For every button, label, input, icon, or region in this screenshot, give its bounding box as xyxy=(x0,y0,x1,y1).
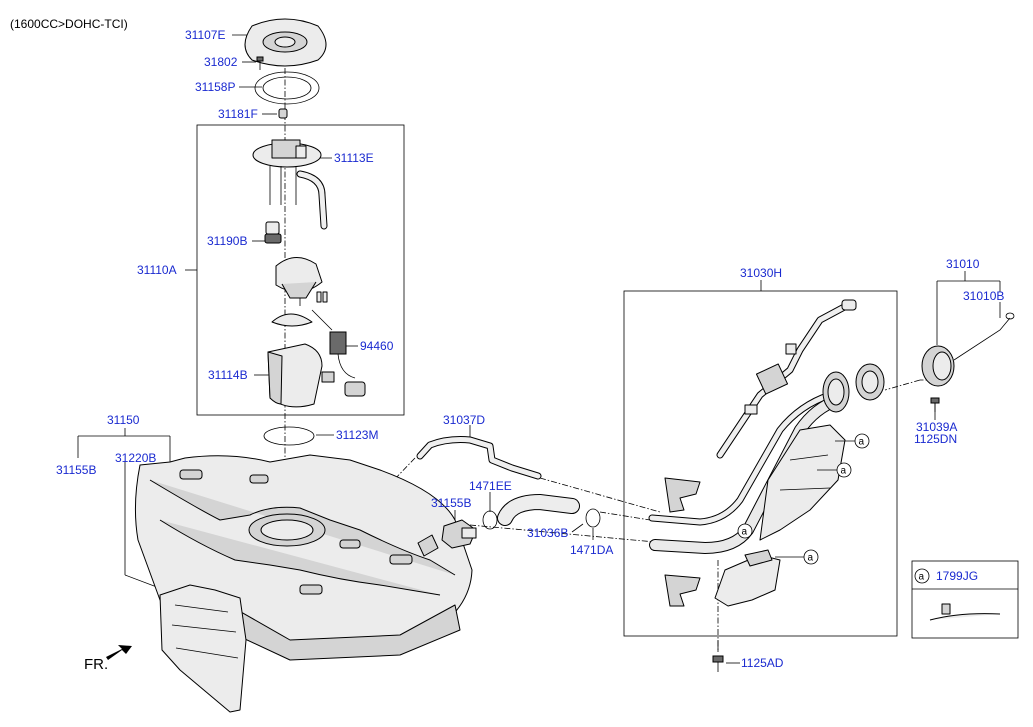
cable-tie-clip xyxy=(929,603,1001,621)
part-label-31181F[interactable]: 31181F xyxy=(218,107,258,121)
legend-box xyxy=(911,560,1019,639)
mounting-bolt xyxy=(712,655,724,672)
part-label-31150[interactable]: 31150 xyxy=(107,413,140,427)
hose-clamp-1471DA xyxy=(585,508,601,528)
front-marker-label: FR. xyxy=(84,656,108,673)
reservoir-upper xyxy=(275,257,328,306)
pump-bracket-housing xyxy=(267,343,335,408)
part-label-31010B[interactable]: 31010B xyxy=(963,289,1004,303)
hose-connector-mid xyxy=(441,519,477,549)
callout-a-2[interactable]: a xyxy=(817,462,852,478)
pump-flange xyxy=(252,139,328,230)
part-label-31155B-mid[interactable]: 31155B xyxy=(431,496,471,510)
part-label-31036B[interactable]: 31036B xyxy=(527,526,568,540)
fuel-level-sender xyxy=(271,309,366,397)
part-label-31039A[interactable]: 31039A xyxy=(916,420,957,434)
cover-screw xyxy=(256,56,264,70)
vapor-tube xyxy=(416,436,542,480)
part-label-1471DA[interactable]: 1471DA xyxy=(570,543,613,557)
hose-clamp-1471EE xyxy=(482,510,498,530)
callout-a-4[interactable]: a xyxy=(775,549,819,565)
part-label-31010[interactable]: 31010 xyxy=(946,257,980,271)
part-label-31158P[interactable]: 31158P xyxy=(195,80,235,94)
check-valve-plug xyxy=(278,108,288,119)
legend-callout-symbol: a xyxy=(919,572,925,583)
hose-clip-lower xyxy=(664,574,701,607)
tank-heat-protector xyxy=(159,584,247,713)
filler-neck-shield xyxy=(759,424,846,541)
pump-cover xyxy=(244,18,327,67)
engine-spec-label: (1600CC>DOHC-TCI) xyxy=(10,17,128,31)
callout-a-4-label: a xyxy=(808,553,814,564)
part-label-31113E[interactable]: 31113E xyxy=(334,151,374,165)
part-label-31114B[interactable]: 31114B xyxy=(208,368,248,382)
part-label-31037D[interactable]: 31037D xyxy=(443,413,485,427)
fuel-filter-element xyxy=(264,221,282,244)
part-label-31155B-left[interactable]: 31155B xyxy=(56,463,96,477)
tank-gasket xyxy=(263,426,315,446)
assembly-centerlines xyxy=(216,45,935,652)
legend-callout: a xyxy=(914,568,930,584)
hose-clip-upper xyxy=(664,477,701,513)
callout-a-1[interactable]: a xyxy=(835,433,870,449)
filler-hose xyxy=(497,493,580,526)
part-label-31802[interactable]: 31802 xyxy=(204,55,238,69)
callout-a-3-label: a xyxy=(742,527,748,538)
filler-neck-head xyxy=(822,363,885,413)
part-label-94460[interactable]: 94460 xyxy=(360,339,394,353)
filler-neck-assembly-box xyxy=(623,290,898,637)
filler-screw xyxy=(930,397,940,412)
callout-a-2-label: a xyxy=(841,466,847,477)
part-label-31123M[interactable]: 31123M xyxy=(336,428,378,442)
filler-lower-bracket xyxy=(714,549,781,607)
callout-a-1-label: a xyxy=(859,437,865,448)
part-label-31220B[interactable]: 31220B xyxy=(115,451,156,465)
part-label-31030H[interactable]: 31030H xyxy=(740,266,782,280)
part-label-1125AD[interactable]: 1125AD xyxy=(741,656,784,670)
fuel-cap-strap xyxy=(953,312,1015,361)
part-label-31107E[interactable]: 31107E xyxy=(185,28,225,42)
part-label-31110A[interactable]: 31110A xyxy=(137,263,177,277)
part-label-1125DN[interactable]: 1125DN xyxy=(914,432,957,446)
fuel-cap xyxy=(921,345,955,387)
part-label-1471EE[interactable]: 1471EE xyxy=(469,479,512,493)
front-direction-arrow-icon xyxy=(106,645,132,660)
filler-neck-pipe xyxy=(648,299,857,555)
part-label-1799JG[interactable]: 1799JG xyxy=(936,569,978,583)
callout-a-3[interactable]: a xyxy=(737,523,753,539)
lock-plate-ring xyxy=(254,71,320,105)
part-label-31190B[interactable]: 31190B xyxy=(207,234,247,248)
